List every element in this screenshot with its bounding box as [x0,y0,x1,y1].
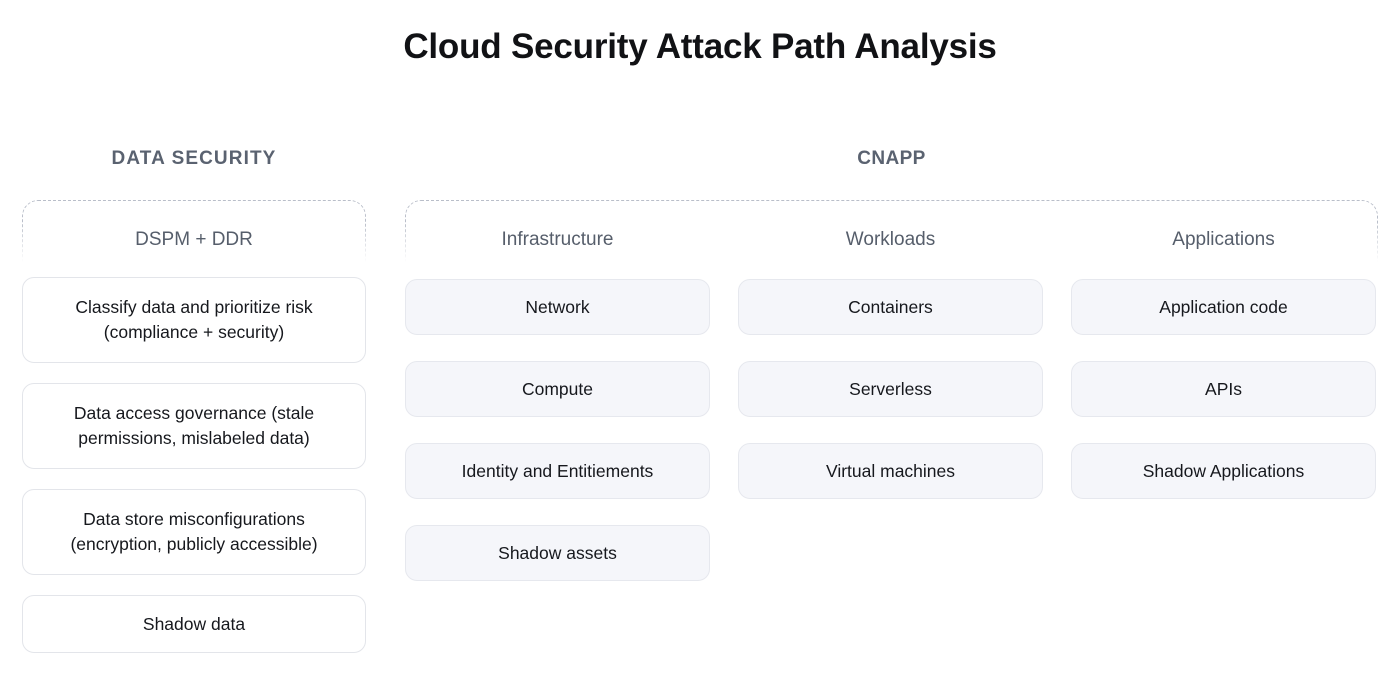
group-header-data-security: DATA SECURITY [111,148,277,169]
card-compute[interactable]: Compute [405,361,710,417]
card-data-store-misconfig[interactable]: Data store misconfigurations (encryption… [22,489,366,575]
column-label-infrastructure: Infrastructure [501,229,614,250]
card-network[interactable]: Network [405,279,710,335]
card-shadow-data[interactable]: Shadow data [22,595,366,653]
card-shadow-assets[interactable]: Shadow assets [405,525,710,581]
column-label-workloads: Workloads [845,229,936,250]
card-classify-data[interactable]: Classify data and prioritize risk (compl… [22,277,366,363]
card-data-access-governance[interactable]: Data access governance (stale permission… [22,383,366,469]
card-column-infrastructure: Network Compute Identity and Entitiement… [405,279,710,581]
card-column-dspm: Classify data and prioritize risk (compl… [22,277,366,653]
card-virtual-machines[interactable]: Virtual machines [738,443,1043,499]
card-serverless[interactable]: Serverless [738,361,1043,417]
group-header-cnapp: CNAPP [857,148,926,169]
card-column-applications: Application code APIs Shadow Application… [1071,279,1376,499]
card-application-code[interactable]: Application code [1071,279,1376,335]
card-apis[interactable]: APIs [1071,361,1376,417]
column-label-dspm: DSPM + DDR [135,229,253,250]
column-label-applications: Applications [1172,229,1275,250]
page-title: Cloud Security Attack Path Analysis [403,27,997,66]
card-shadow-applications[interactable]: Shadow Applications [1071,443,1376,499]
card-containers[interactable]: Containers [738,279,1043,335]
card-column-workloads: Containers Serverless Virtual machines [738,279,1043,499]
card-identity-entitlements[interactable]: Identity and Entitiements [405,443,710,499]
